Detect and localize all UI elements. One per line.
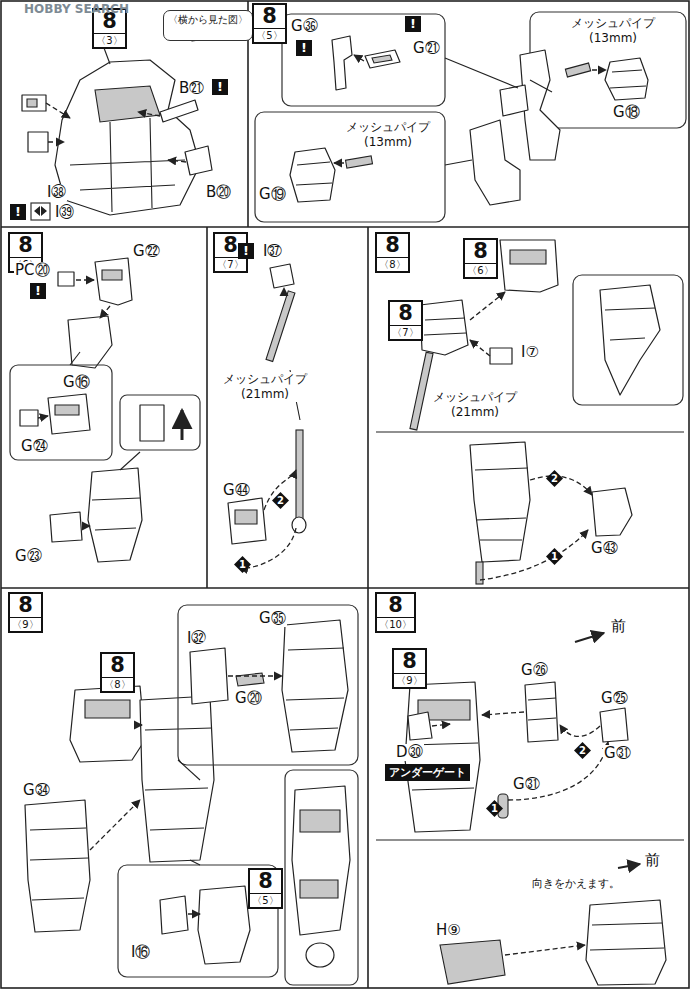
step-number: 〈横から見た図〉 bbox=[168, 13, 248, 26]
order-mark: 1 bbox=[546, 548, 563, 565]
sub-step-number: 〈5〉 bbox=[254, 28, 285, 42]
part-callout: G㉕ bbox=[600, 690, 629, 707]
sub-step-number: 〈5〉 bbox=[250, 893, 281, 907]
part-callout: H⑨ bbox=[435, 922, 462, 939]
part-callout: D㉚ bbox=[395, 744, 424, 761]
order-mark: 2 bbox=[546, 470, 563, 487]
part-callout: I⑯ bbox=[130, 944, 151, 961]
step-number: 8 bbox=[377, 594, 414, 617]
step-number: 8 bbox=[250, 870, 281, 893]
caution-mark: ! bbox=[10, 204, 26, 220]
part-callout: G⑲ bbox=[258, 186, 287, 203]
order-mark: 1 bbox=[234, 556, 251, 573]
part-callout: G㊱ bbox=[290, 18, 319, 35]
step-number: 8 bbox=[390, 302, 421, 325]
gate-note: アンダーゲート bbox=[385, 764, 470, 781]
part-callout: G㉞ bbox=[22, 782, 51, 799]
step-number: 8 bbox=[102, 654, 133, 677]
step-number: 8 bbox=[465, 240, 496, 263]
order-mark: 2 bbox=[574, 742, 591, 759]
instruction-note: 向きをかえます。 bbox=[530, 877, 622, 891]
part-callout: G㉒ bbox=[132, 243, 161, 260]
direction-note: 前 bbox=[610, 618, 627, 635]
sub-step-number: 〈10〉 bbox=[377, 617, 414, 631]
part-callout: B㉑ bbox=[178, 80, 205, 97]
watermark: HOBBY SEARCH bbox=[24, 2, 129, 16]
step-badge: 8〈9〉 bbox=[8, 592, 43, 633]
caution-mark: ! bbox=[296, 40, 312, 56]
caution-mark: ! bbox=[30, 283, 46, 299]
part-callout: G㉛ bbox=[512, 776, 541, 793]
step-badge: 8〈10〉 bbox=[375, 592, 416, 633]
caution-mark: ! bbox=[405, 16, 421, 32]
caution-mark: ! bbox=[238, 243, 254, 259]
direction-note: 前 bbox=[644, 852, 661, 869]
step-number: 8 bbox=[394, 650, 425, 673]
part-callout: G㉖ bbox=[520, 662, 549, 679]
part-callout: G㉔ bbox=[20, 438, 49, 455]
step-number: 8 bbox=[10, 234, 41, 257]
part-callout: I㊳ bbox=[46, 184, 67, 201]
sub-step-number: 〈7〉 bbox=[390, 325, 421, 339]
part-callout: I㊲ bbox=[262, 243, 283, 260]
material-note: メッシュパイプ (21mm) bbox=[432, 390, 518, 420]
sub-step-number: 〈9〉 bbox=[394, 673, 425, 687]
part-callout: I⑦ bbox=[520, 344, 540, 361]
part-callout: G㊸ bbox=[590, 540, 619, 557]
step-badge: 8〈7〉 bbox=[388, 300, 423, 341]
sub-step-number: 〈3〉 bbox=[94, 33, 125, 47]
step-badge: 8〈8〉 bbox=[100, 652, 135, 693]
sub-step-number: 〈8〉 bbox=[377, 257, 408, 271]
material-note: メッシュパイプ (13mm) bbox=[570, 16, 656, 46]
part-callout: G⑯ bbox=[62, 374, 91, 391]
sub-step-number: 〈6〉 bbox=[465, 263, 496, 277]
sub-step-number: 〈8〉 bbox=[102, 677, 133, 691]
part-callout: G㉑ bbox=[412, 40, 441, 57]
caution-mark: ! bbox=[212, 79, 228, 95]
part-callout: G㉓ bbox=[14, 548, 43, 565]
part-callout: I㉜ bbox=[186, 630, 207, 647]
part-callout: G⑳ bbox=[234, 690, 263, 707]
order-mark: 2 bbox=[272, 492, 289, 509]
part-callout: G㉟ bbox=[258, 610, 287, 627]
step-badge: 8〈5〉 bbox=[248, 868, 283, 909]
view-note-box: 〈横から見た図〉 bbox=[163, 10, 253, 41]
step-number: 8 bbox=[377, 234, 408, 257]
step-badge: 8〈6〉 bbox=[463, 238, 498, 279]
step-number: 8 bbox=[254, 5, 285, 28]
part-callout: G㊹ bbox=[222, 482, 251, 499]
part-callout: G㉛ bbox=[603, 745, 632, 762]
material-note: メッシュパイプ (21mm) bbox=[222, 372, 308, 402]
step-badge: 8〈9〉 bbox=[392, 648, 427, 689]
material-note: メッシュパイプ (13mm) bbox=[345, 120, 431, 150]
part-callout: PC⑳ bbox=[14, 262, 51, 279]
sub-step-number: 〈9〉 bbox=[10, 617, 41, 631]
part-callout: I㊴ bbox=[54, 204, 75, 221]
step-badge: 8〈5〉 bbox=[252, 3, 287, 44]
step-number: 8 bbox=[10, 594, 41, 617]
step-badge: 8〈8〉 bbox=[375, 232, 410, 273]
sub-step-number: 〈7〉 bbox=[215, 257, 246, 271]
part-callout: G⑱ bbox=[612, 104, 641, 121]
part-callout: B⑳ bbox=[205, 184, 232, 201]
